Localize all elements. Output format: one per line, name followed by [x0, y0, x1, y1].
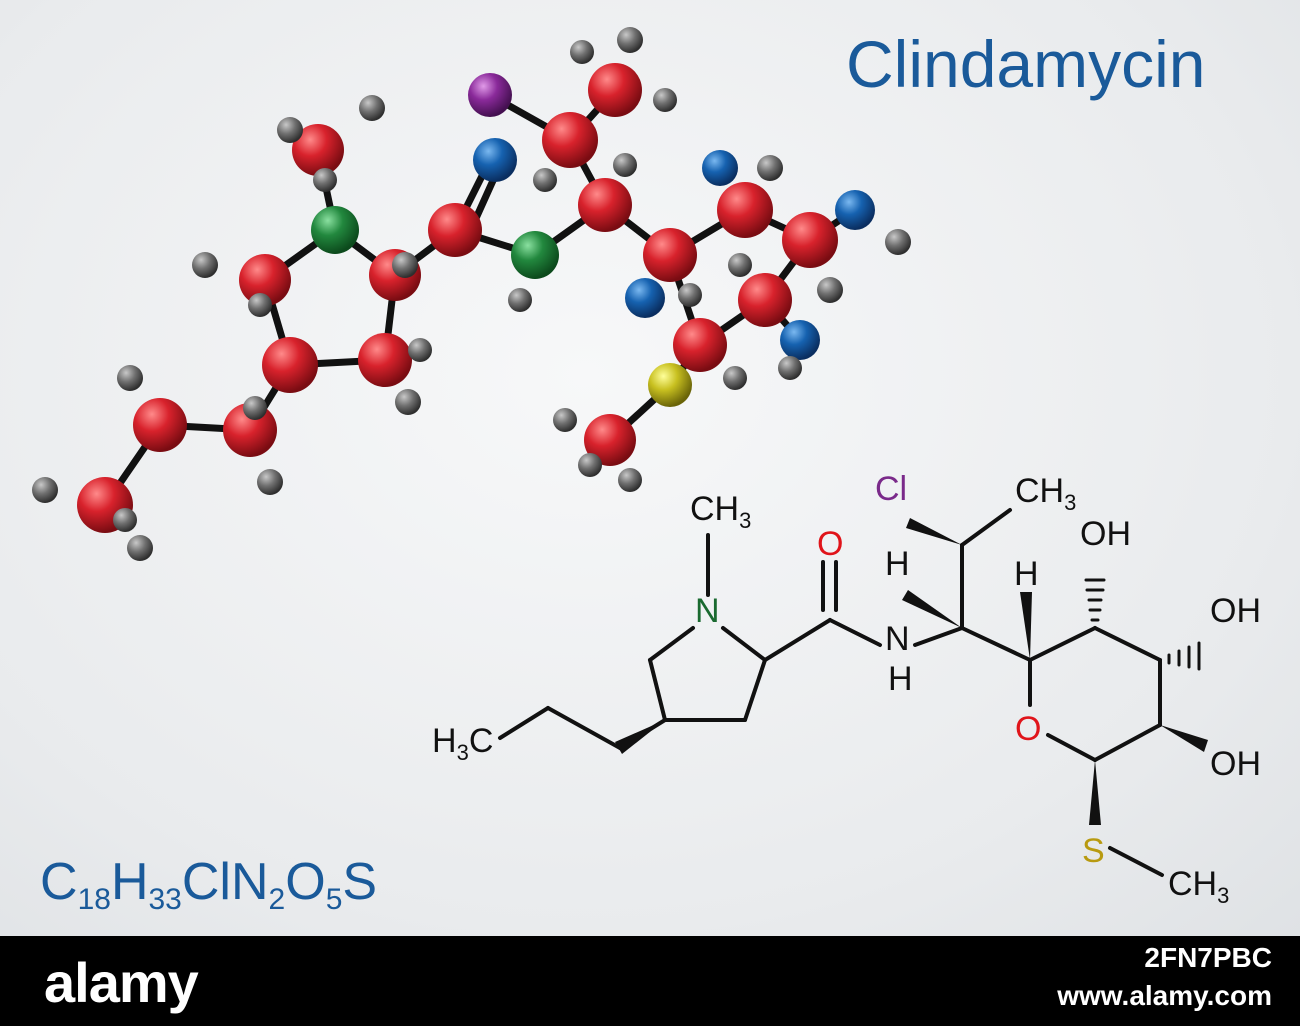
formula-subscript: 5: [325, 883, 343, 916]
hydrogen-atom: [32, 477, 58, 503]
oxygen-atom: [625, 278, 665, 318]
chlorine-atom: [468, 73, 512, 117]
compound-title: Clindamycin: [846, 27, 1206, 101]
formula-element: O: [285, 853, 326, 911]
side-methyl-label: CH3: [1015, 472, 1076, 515]
carbon-atom: [239, 254, 291, 306]
alamy-logo: alamy: [44, 951, 199, 1014]
sulfur-label: S: [1082, 832, 1105, 870]
hydrogen-atom: [257, 469, 283, 495]
watermark-footer: alamy 2FN7PBC www.alamy.com: [0, 936, 1300, 1026]
hydrogen-atom: [723, 366, 747, 390]
molecular-formula: C18H33ClN2O5S: [40, 852, 377, 917]
model-atoms: [32, 27, 911, 561]
carbon-atom: [262, 337, 318, 393]
ball-and-stick-model: [32, 27, 911, 561]
hydrogen-atom: [277, 117, 303, 143]
carbon-atom: [428, 203, 482, 257]
carbon-atom: [588, 63, 642, 117]
hydrogen-atom: [678, 283, 702, 307]
hydrogen-atom: [248, 293, 272, 317]
carbon-atom: [717, 182, 773, 238]
hydrogen-atom: [113, 508, 137, 532]
carbonyl-o-label: O: [817, 525, 843, 563]
hydrogen-atom: [757, 155, 783, 181]
molecule-drawing: CH3 N O N H Cl CH3 H H OH OH OH O S CH3 …: [32, 27, 1261, 908]
oxygen-atom: [473, 138, 517, 182]
amide-h-label: H: [888, 660, 913, 698]
oxygen-atom: [780, 320, 820, 360]
carbon-atom: [133, 398, 187, 452]
hydrogen-atom: [618, 468, 642, 492]
oxygen-atom: [702, 150, 738, 186]
hydrogen-atom: [653, 88, 677, 112]
s-methyl-label: CH3: [1168, 865, 1229, 908]
carbon-atom: [358, 333, 412, 387]
skeletal-labels: CH3 N O N H Cl CH3 H H OH OH OH O S CH3 …: [432, 470, 1261, 908]
alpha-h-label: H: [885, 545, 910, 583]
amide-n-label: N: [885, 620, 910, 658]
image-id: 2FN7PBC: [1144, 942, 1272, 973]
hydrogen-atom: [508, 288, 532, 312]
cl-label: Cl: [875, 470, 907, 508]
carbon-atom: [673, 318, 727, 372]
hydrogen-atom: [578, 453, 602, 477]
carbon-atom: [542, 112, 598, 168]
carbon-atom: [578, 178, 632, 232]
hydrogen-atom: [313, 168, 337, 192]
n-methyl-label: CH3: [690, 490, 751, 533]
formula-element: H: [110, 853, 149, 911]
ring-n-label: N: [695, 592, 720, 630]
carbon-atom: [738, 273, 792, 327]
formula-subscript: 2: [268, 883, 286, 916]
formula-element: ClN: [181, 853, 269, 911]
sulfur-atom: [648, 363, 692, 407]
oxygen-atom: [835, 190, 875, 230]
carbon-atom: [782, 212, 838, 268]
skeletal-formula: [498, 508, 1208, 877]
hydrogen-atom: [127, 535, 153, 561]
hydrogen-atom: [392, 252, 418, 278]
hydrogen-atom: [117, 365, 143, 391]
hydrogen-atom: [395, 389, 421, 415]
nitrogen-atom: [311, 206, 359, 254]
hydrogen-atom: [728, 253, 752, 277]
hydrogen-atom: [613, 153, 637, 177]
hydrogen-atom: [617, 27, 643, 53]
nitrogen-atom: [511, 231, 559, 279]
propyl-end-label: H3C: [432, 722, 493, 765]
illustration-panel: CH3 N O N H Cl CH3 H H OH OH OH O S CH3 …: [0, 0, 1300, 936]
formula-element: S: [342, 853, 378, 911]
hydrogen-atom: [192, 252, 218, 278]
hydrogen-atom: [408, 338, 432, 362]
carbon-atom: [223, 403, 277, 457]
hydrogen-atom: [570, 40, 594, 64]
formula-subscript: 18: [77, 883, 111, 916]
hydrogen-atom: [553, 408, 577, 432]
hydrogen-atom: [885, 229, 911, 255]
carbon-atom: [643, 228, 697, 282]
hydrogen-atom: [817, 277, 843, 303]
oh-mid-label: OH: [1210, 592, 1261, 630]
carbon-atom: [584, 414, 636, 466]
ring-h-label: H: [1014, 555, 1039, 593]
oh-top-label: OH: [1080, 515, 1131, 553]
footer-url: www.alamy.com: [1057, 980, 1272, 1011]
hydrogen-atom: [778, 356, 802, 380]
ring-o-label: O: [1015, 710, 1041, 748]
hydrogen-atom: [359, 95, 385, 121]
carbon-atom: [292, 124, 344, 176]
oh-low-label: OH: [1210, 745, 1261, 783]
formula-subscript: 33: [148, 883, 182, 916]
formula-element: C: [40, 853, 78, 911]
hydrogen-atom: [533, 168, 557, 192]
hydrogen-atom: [243, 396, 267, 420]
